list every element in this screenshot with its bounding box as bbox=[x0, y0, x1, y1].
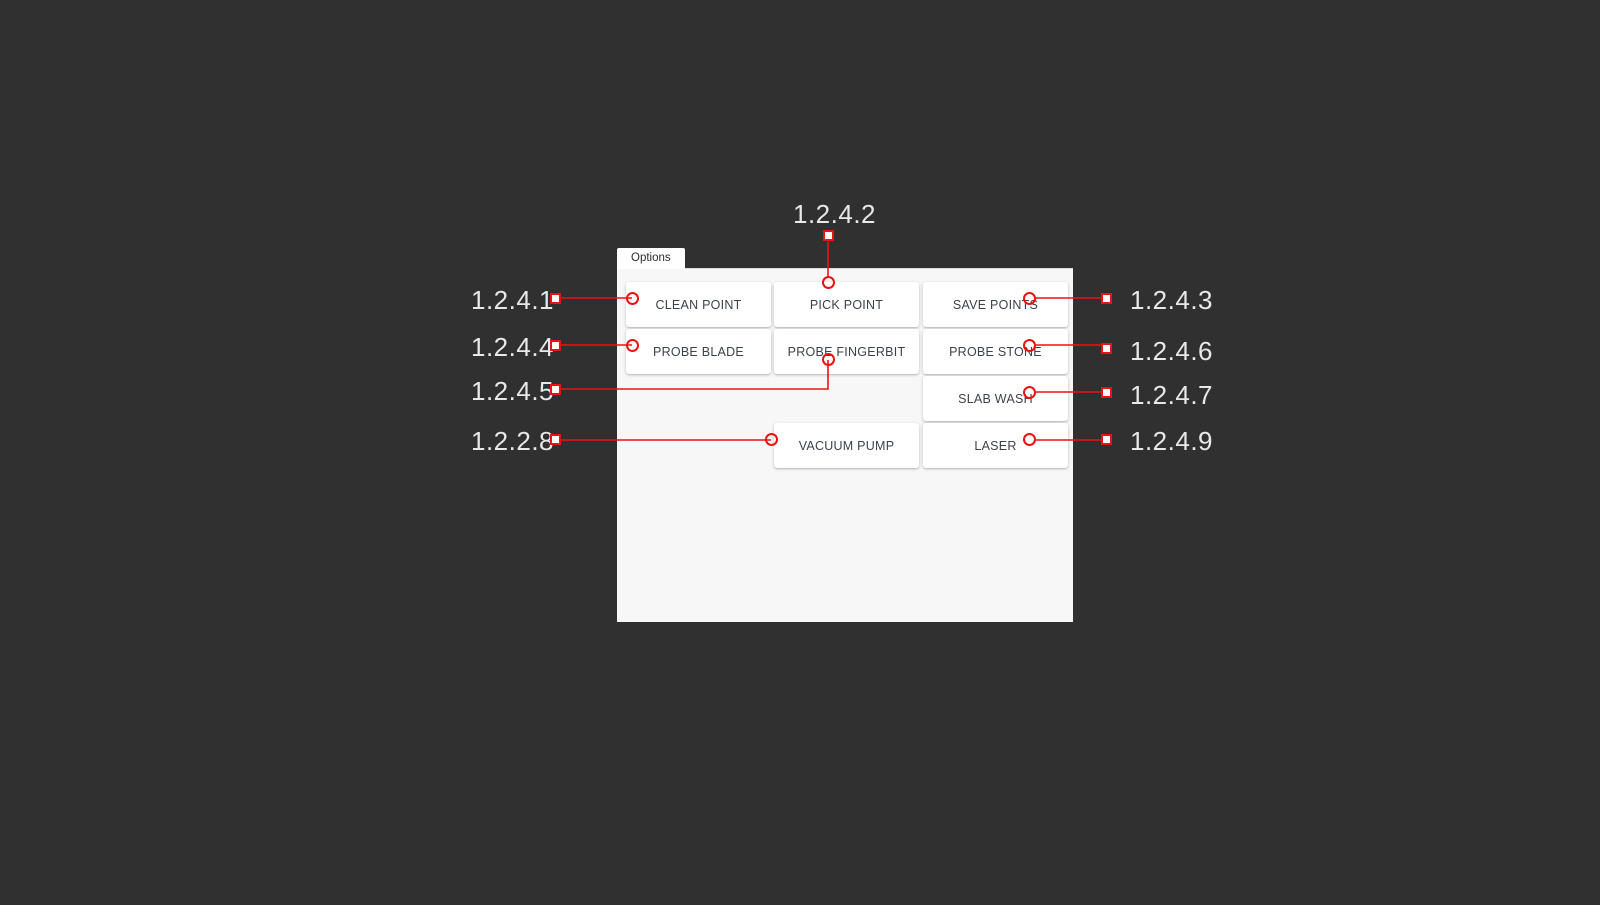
button-label: PROBE FINGERBIT bbox=[787, 344, 906, 359]
tab-strip: Options bbox=[617, 248, 1073, 269]
options-panel: CLEAN POINT PICK POINT SAVE POINTS PROBE BL… bbox=[617, 268, 1073, 622]
button-laser[interactable]: LASER bbox=[923, 423, 1068, 468]
annotation-square-marker-1-2-4-6 bbox=[1101, 343, 1112, 354]
annotation-label-1-2-4-3: 1.2.4.3 bbox=[1130, 285, 1214, 315]
annotation-label-1-2-4-7: 1.2.4.7 bbox=[1130, 380, 1214, 410]
annotation-square-marker-1-2-4-9 bbox=[1101, 434, 1112, 445]
annotation-square-marker-1-2-2-8 bbox=[550, 434, 561, 445]
annotation-label-1-2-4-4: 1.2.4.4 bbox=[471, 332, 555, 362]
tab-options[interactable]: Options bbox=[617, 248, 685, 269]
annotation-label-1-2-4-5: 1.2.4.5 bbox=[471, 376, 555, 406]
button-label: CLEAN POINT bbox=[655, 297, 742, 312]
annotation-label-1-2-4-6: 1.2.4.6 bbox=[1130, 336, 1214, 366]
button-slab-wash[interactable]: SLAB WASH bbox=[923, 376, 1068, 421]
button-pick-point[interactable]: PICK POINT bbox=[774, 282, 919, 327]
button-label: SLAB WASH bbox=[958, 391, 1033, 406]
annotation-square-marker-1-2-4-4 bbox=[550, 340, 561, 351]
button-label: PROBE BLADE bbox=[653, 344, 744, 359]
button-label: LASER bbox=[974, 438, 1017, 453]
annotation-square-marker-1-2-4-7 bbox=[1101, 387, 1112, 398]
button-clean-point[interactable]: CLEAN POINT bbox=[626, 282, 771, 327]
button-label: PICK POINT bbox=[809, 297, 884, 312]
annotation-square-marker-1-2-4-3 bbox=[1101, 293, 1112, 304]
annotation-label-1-2-4-9: 1.2.4.9 bbox=[1130, 426, 1214, 456]
button-probe-stone[interactable]: PROBE STONE bbox=[923, 329, 1068, 374]
button-probe-blade[interactable]: PROBE BLADE bbox=[626, 329, 771, 374]
annotation-square-marker-1-2-4-5 bbox=[550, 384, 561, 395]
button-save-points[interactable]: SAVE POINTS bbox=[923, 282, 1068, 327]
button-label: VACUUM PUMP bbox=[798, 438, 895, 453]
button-probe-fingerbit[interactable]: PROBE FINGERBIT bbox=[774, 329, 919, 374]
annotation-label-1-2-4-2: 1.2.4.2 bbox=[793, 199, 877, 229]
annotation-square-marker-1-2-4-2 bbox=[823, 230, 834, 241]
button-label: PROBE STONE bbox=[949, 344, 1042, 359]
button-label: SAVE POINTS bbox=[952, 297, 1039, 312]
annotation-label-1-2-2-8: 1.2.2.8 bbox=[471, 426, 555, 456]
annotation-square-marker-1-2-4-1 bbox=[550, 293, 561, 304]
annotation-label-1-2-4-1: 1.2.4.1 bbox=[471, 285, 555, 315]
button-vacuum-pump[interactable]: VACUUM PUMP bbox=[774, 423, 919, 468]
